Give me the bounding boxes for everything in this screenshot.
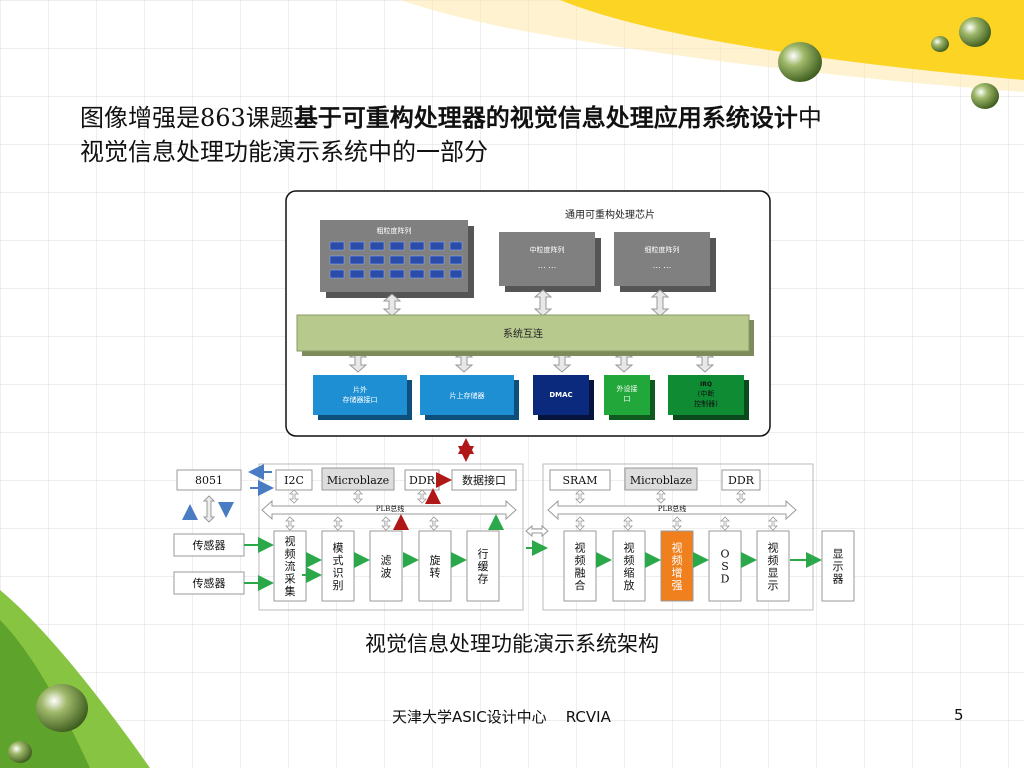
- coarse-array-label: 粗粒度阵列: [377, 226, 412, 235]
- periph-if-label1: 外设接: [617, 384, 638, 393]
- periph-if-box: [604, 375, 650, 415]
- water-drop-icon: [778, 42, 822, 82]
- module-label: 视频融合: [575, 540, 586, 592]
- corner-swoosh-top: [560, 0, 1024, 80]
- irq-label2: (中断: [698, 389, 715, 398]
- plb-bus-right-label: PLB总线: [658, 504, 687, 513]
- module-label: 行缓存: [478, 548, 489, 586]
- b8051-box: [176, 469, 242, 491]
- fine-array-box: [614, 232, 710, 286]
- ext-mem-if-box: [313, 375, 407, 415]
- plb-bus-right: [547, 499, 797, 521]
- sram-label: SRAM: [562, 474, 597, 487]
- dmac-label: DMAC: [549, 391, 572, 399]
- periph-if-label2: 口: [624, 395, 631, 403]
- title-line2: 视觉信息处理功能演示系统中的一部分: [80, 138, 488, 166]
- water-drop-icon: [971, 83, 999, 109]
- interconnect-label: 系统互连: [503, 327, 543, 340]
- ext-mem-if-label1: 片外: [353, 385, 367, 394]
- module-label: 旋转: [430, 553, 441, 580]
- ddr-left-label: DDR: [409, 474, 436, 487]
- onchip-mem-label: 片上存储器: [450, 391, 485, 400]
- coarse-array-cells: [329, 241, 463, 279]
- module-label: 视频流采集: [285, 534, 296, 598]
- medium-array-label: 中粒度阵列: [530, 245, 565, 254]
- irq-box: [668, 375, 744, 415]
- b8051-label: 8051: [195, 474, 223, 487]
- module-box: [821, 530, 855, 602]
- sensor-label: 传感器: [193, 577, 226, 590]
- i2c-label: I2C: [284, 474, 304, 487]
- module-label: 模式识别: [333, 541, 344, 592]
- data-if-label: 数据接口: [462, 473, 506, 487]
- water-drop-icon: [959, 17, 991, 47]
- page-title: 图像增强是863课题基于可重构处理器的视觉信息处理应用系统设计中视觉信息处理功能…: [80, 101, 960, 169]
- diagram-caption: 视觉信息处理功能演示系统架构: [365, 632, 659, 656]
- title-prefix: 图像增强是863课题: [80, 104, 294, 132]
- medium-array-box: [499, 232, 595, 286]
- fine-array-label: 细粒度阵列: [645, 245, 680, 254]
- microblaze-left-label: Microblaze: [327, 474, 389, 487]
- sensor-label: 传感器: [193, 539, 226, 552]
- right-subsystem-frame: [542, 463, 814, 611]
- title-suffix: 中: [797, 104, 822, 132]
- module-label: 视频显示: [768, 540, 779, 592]
- module-box: [273, 530, 307, 602]
- water-drop-icon: [36, 684, 88, 732]
- dmac-box: [533, 375, 589, 415]
- fine-array-dots: … …: [653, 261, 672, 270]
- title-bold: 基于可重构处理器的视觉信息处理应用系统设计: [293, 103, 798, 132]
- interconnect-bar: [296, 314, 750, 352]
- module-label: 视频缩放: [624, 540, 635, 592]
- plb-bus-left: [261, 499, 517, 521]
- module-box: [660, 530, 694, 602]
- page-number: 5: [954, 706, 964, 724]
- module-label: 视频增强: [672, 540, 683, 592]
- module-box: [756, 530, 790, 602]
- module-label: 滤波: [381, 554, 392, 580]
- module-box: [418, 530, 452, 602]
- flow-arrows: [302, 540, 822, 583]
- module-box: [563, 530, 597, 602]
- module-label: 显示器: [833, 548, 844, 586]
- microblaze-right-label: Microblaze: [630, 474, 692, 487]
- plb-bus-left-label: PLB总线: [376, 504, 405, 513]
- onchip-mem-box: [420, 375, 514, 415]
- water-drop-icon: [931, 36, 949, 52]
- ddr-right-label: DDR: [728, 474, 755, 487]
- water-drop-icon: [8, 741, 32, 763]
- data-if-box: [451, 469, 517, 491]
- module-box: [612, 530, 646, 602]
- irq-label3: 控制器): [694, 399, 718, 408]
- ext-mem-if-label2: 存储器接口: [343, 395, 378, 404]
- module-box: [466, 530, 500, 602]
- chip-title: 通用可重构处理芯片: [565, 208, 655, 221]
- module-box: [708, 530, 742, 602]
- footer-text: 天津大学ASIC设计中心 RCVIA: [392, 708, 611, 726]
- irq-label1: IRQ: [700, 381, 712, 388]
- module-box: [369, 530, 403, 602]
- medium-array-dots: … …: [538, 261, 557, 270]
